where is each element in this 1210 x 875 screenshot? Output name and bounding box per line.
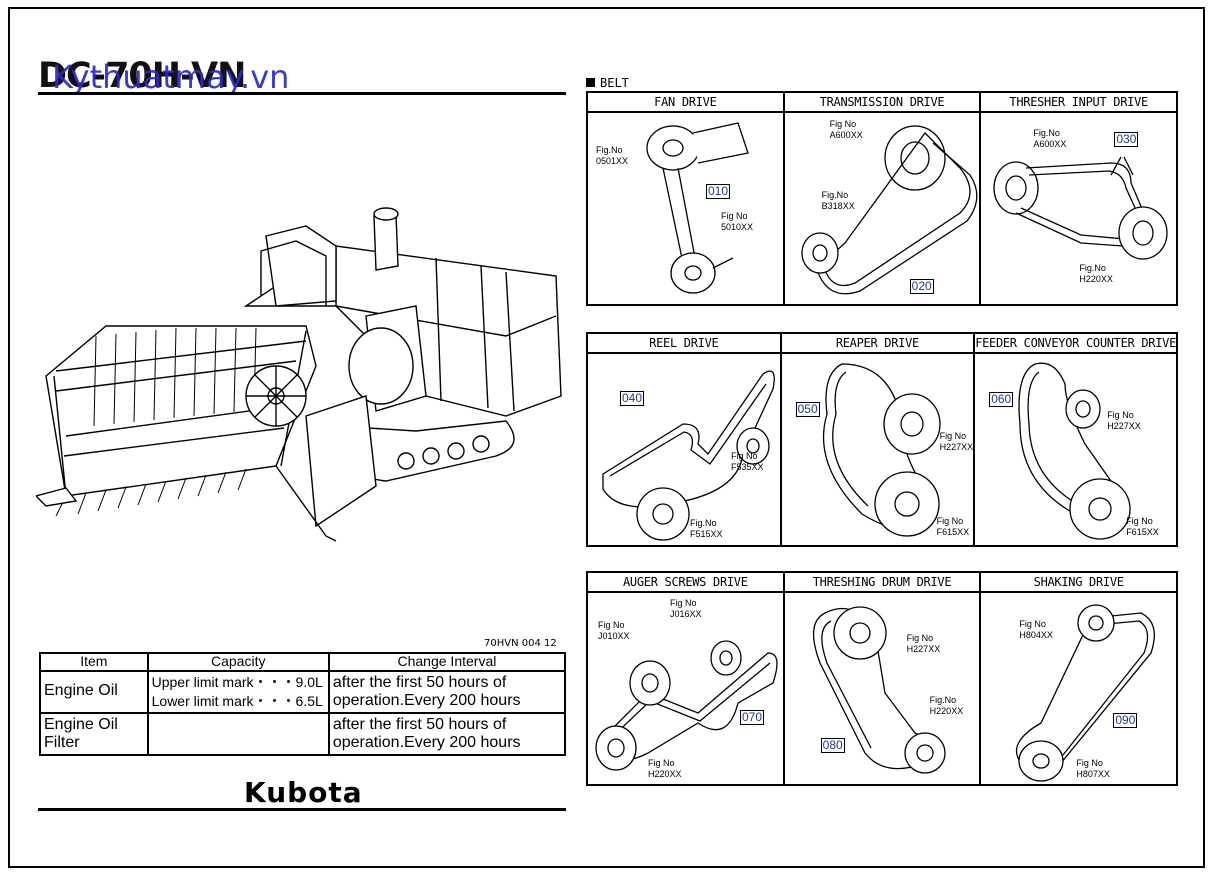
interval-cell: after the first 50 hours of operation.Ev… [327, 712, 567, 756]
feeder-conveyor-drive-diagram [1018, 362, 1131, 540]
reel-drive-diagram [602, 370, 775, 541]
reaper-drive-diagram [822, 363, 941, 537]
item-text-line-1: Engine Oil [44, 716, 118, 733]
part-number-box: 020 [909, 279, 934, 294]
oil-spec-table: Item Capacity Change Interval Engine Oil… [39, 652, 567, 756]
item-cell: Engine Oil [39, 670, 149, 714]
cell-title: REAPER DRIVE [781, 334, 974, 354]
combine-harvester-illustration [36, 207, 562, 542]
interval-line-1: after the first 50 hours of [332, 716, 507, 733]
part-number-box: 080 [820, 738, 845, 753]
page-frame [8, 7, 1205, 868]
cell-title: FEEDER CONVEYOR COUNTER DRIVE [975, 334, 1177, 354]
footer-rule [38, 808, 566, 811]
header-item: Item [39, 652, 149, 672]
square-bullet-icon [586, 78, 595, 87]
auger-screws-drive-diagram [595, 640, 778, 771]
item-text: Engine Oil [44, 682, 118, 699]
interval-line-2: operation.Every 200 hours [332, 692, 521, 709]
cell-title: AUGER SCREWS DRIVE [588, 573, 783, 593]
belt-heading: BELT [586, 76, 629, 90]
shaking-drive-diagram [1016, 604, 1156, 782]
figure-code: 70HVN 004 12 [484, 638, 557, 649]
model-title: DC-70H-VN [38, 56, 246, 96]
capacity-cell: Upper limit mark・・・9.0L Lower limit mark… [146, 670, 330, 714]
part-number-box: 010 [706, 184, 731, 199]
part-number-box: 050 [795, 402, 820, 417]
header-capacity: Capacity [146, 652, 330, 672]
cell-title: SHAKING DRIVE [981, 573, 1177, 593]
capacity-lower: Lower limit mark・・・6.5L [151, 693, 323, 709]
header-change-interval: Change Interval [327, 652, 567, 672]
thresher-input-drive-diagram [993, 156, 1168, 260]
transmission-drive-diagram [801, 125, 978, 295]
capacity-cell [146, 712, 330, 756]
interval-line-2: operation.Every 200 hours [332, 734, 521, 751]
table-row: Engine Oil Filter after the first 50 hou… [39, 712, 567, 756]
cell-title: FAN DRIVE [588, 93, 783, 113]
part-number-box: 060 [989, 392, 1014, 407]
item-text-line-2: Filter [44, 734, 80, 751]
table-header-row: Item Capacity Change Interval [39, 652, 567, 672]
threshing-drum-drive-diagram [812, 606, 946, 774]
interval-cell: after the first 50 hours of operation.Ev… [327, 670, 567, 714]
watermark-text: Kythuatmay.vn [52, 58, 290, 96]
cell-title: THRESHING DRUM DRIVE [784, 573, 980, 593]
part-number-box: 070 [740, 710, 765, 725]
interval-line-1: after the first 50 hours of [332, 674, 507, 691]
part-number-box: 030 [1114, 132, 1139, 147]
fan-drive-diagram [646, 122, 749, 294]
cell-title: REEL DRIVE [588, 334, 780, 354]
part-number-box: 090 [1113, 713, 1138, 728]
table-row: Engine Oil Upper limit mark・・・9.0L Lower… [39, 670, 567, 714]
cell-title: TRANSMISSION DRIVE [784, 93, 980, 113]
kubota-logo: Kubota [244, 776, 363, 809]
capacity-upper: Upper limit mark・・・9.0L [151, 674, 323, 690]
part-number-box: 040 [620, 391, 645, 406]
item-cell: Engine Oil Filter [39, 712, 149, 756]
cell-title: THRESHER INPUT DRIVE [981, 93, 1177, 113]
belt-heading-text: BELT [600, 76, 629, 90]
title-underline [38, 92, 566, 95]
